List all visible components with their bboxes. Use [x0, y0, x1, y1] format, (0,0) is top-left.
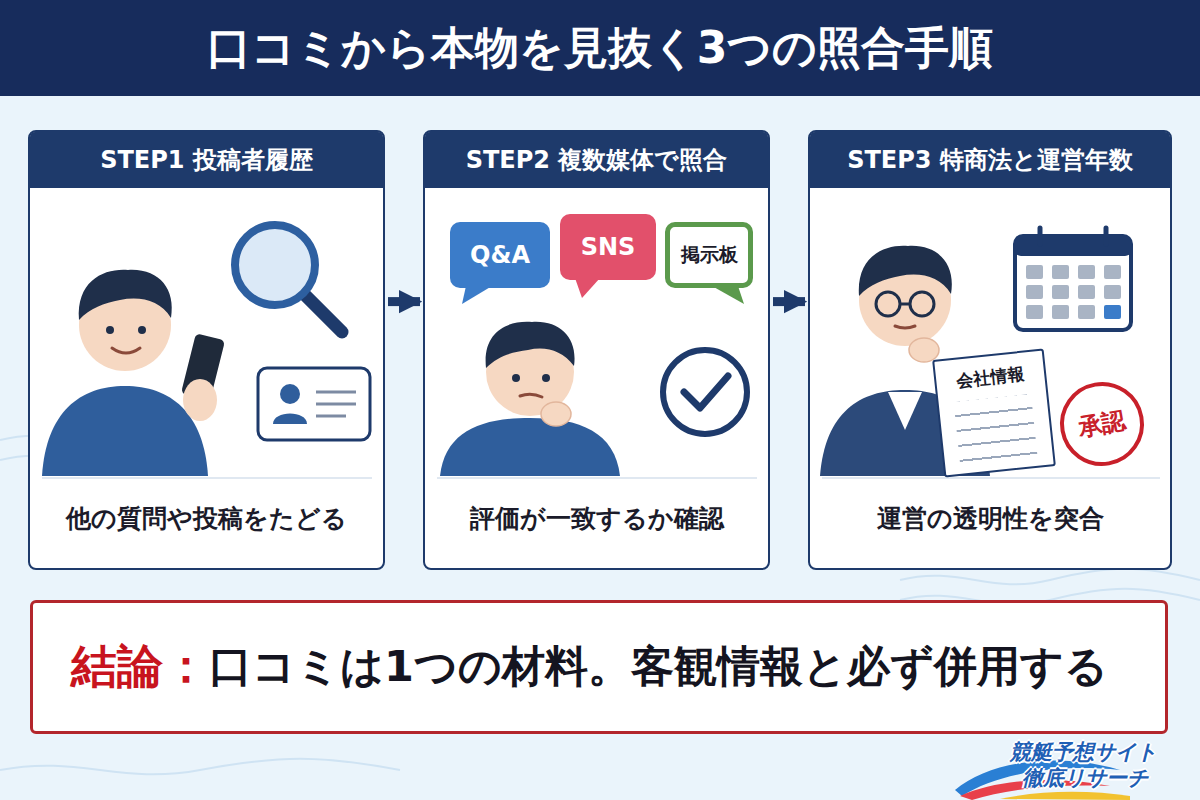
check-icon	[663, 350, 747, 434]
node-label: 承認	[1076, 404, 1129, 444]
media-bubble: SNS	[560, 214, 656, 280]
profile-card-icon	[258, 368, 370, 440]
media-bubble: Q&A	[450, 222, 550, 288]
calendar-icon	[1015, 228, 1131, 330]
magnifier-icon	[235, 225, 342, 332]
logo-text: 競艇予想サイト	[1010, 738, 1157, 766]
thinking-person	[440, 322, 620, 476]
node-label: 会社情報	[935, 361, 1045, 395]
step-caption: 評価が一致するか確認	[425, 492, 768, 544]
node-label: Q&A	[470, 241, 530, 269]
conclusion-box: 結論：口コミは1つの材料。客観情報と必ず併用する	[30, 600, 1168, 734]
card-grounds	[29, 131, 1171, 569]
title-bar: 口コミから本物を見抜く3つの照合手順	[0, 0, 1200, 96]
node-label: SNS	[581, 233, 636, 261]
step-caption: 他の質問や投稿をたどる	[30, 492, 383, 544]
flow-arrow	[773, 297, 805, 306]
node-label: 掲示板	[681, 242, 738, 268]
logo-text: 徹底リサーチ	[1022, 764, 1148, 792]
conclusion-text: 口コミは1つの材料。客観情報と必ず併用する	[209, 638, 1108, 696]
step-heading: STEP3 特商法と運営年数	[810, 132, 1170, 188]
separators	[42, 477, 1160, 479]
step-caption: 運営の透明性を突合	[810, 492, 1170, 544]
step-card: STEP1 投稿者履歴他の質問や投稿をたどる	[28, 130, 385, 570]
step-card: STEP2 複数媒体で照合評価が一致するか確認 Q&A SNS 掲示板	[423, 130, 770, 570]
person-with-phone	[42, 270, 225, 476]
flow-arrow	[388, 297, 420, 306]
step-card: STEP3 特商法と運営年数運営の透明性を突合 会社情報承認	[808, 130, 1172, 570]
approval-stamp: 承認	[1053, 375, 1150, 472]
board-box: 掲示板	[665, 222, 753, 288]
step-heading: STEP1 投稿者履歴	[30, 132, 383, 188]
document-sheet: 会社情報	[932, 348, 1056, 477]
conclusion-label: 結論：	[71, 636, 209, 698]
step-heading: STEP2 複数媒体で照合	[425, 132, 768, 188]
title-text: 口コミから本物を見抜く3つの照合手順	[207, 19, 994, 78]
